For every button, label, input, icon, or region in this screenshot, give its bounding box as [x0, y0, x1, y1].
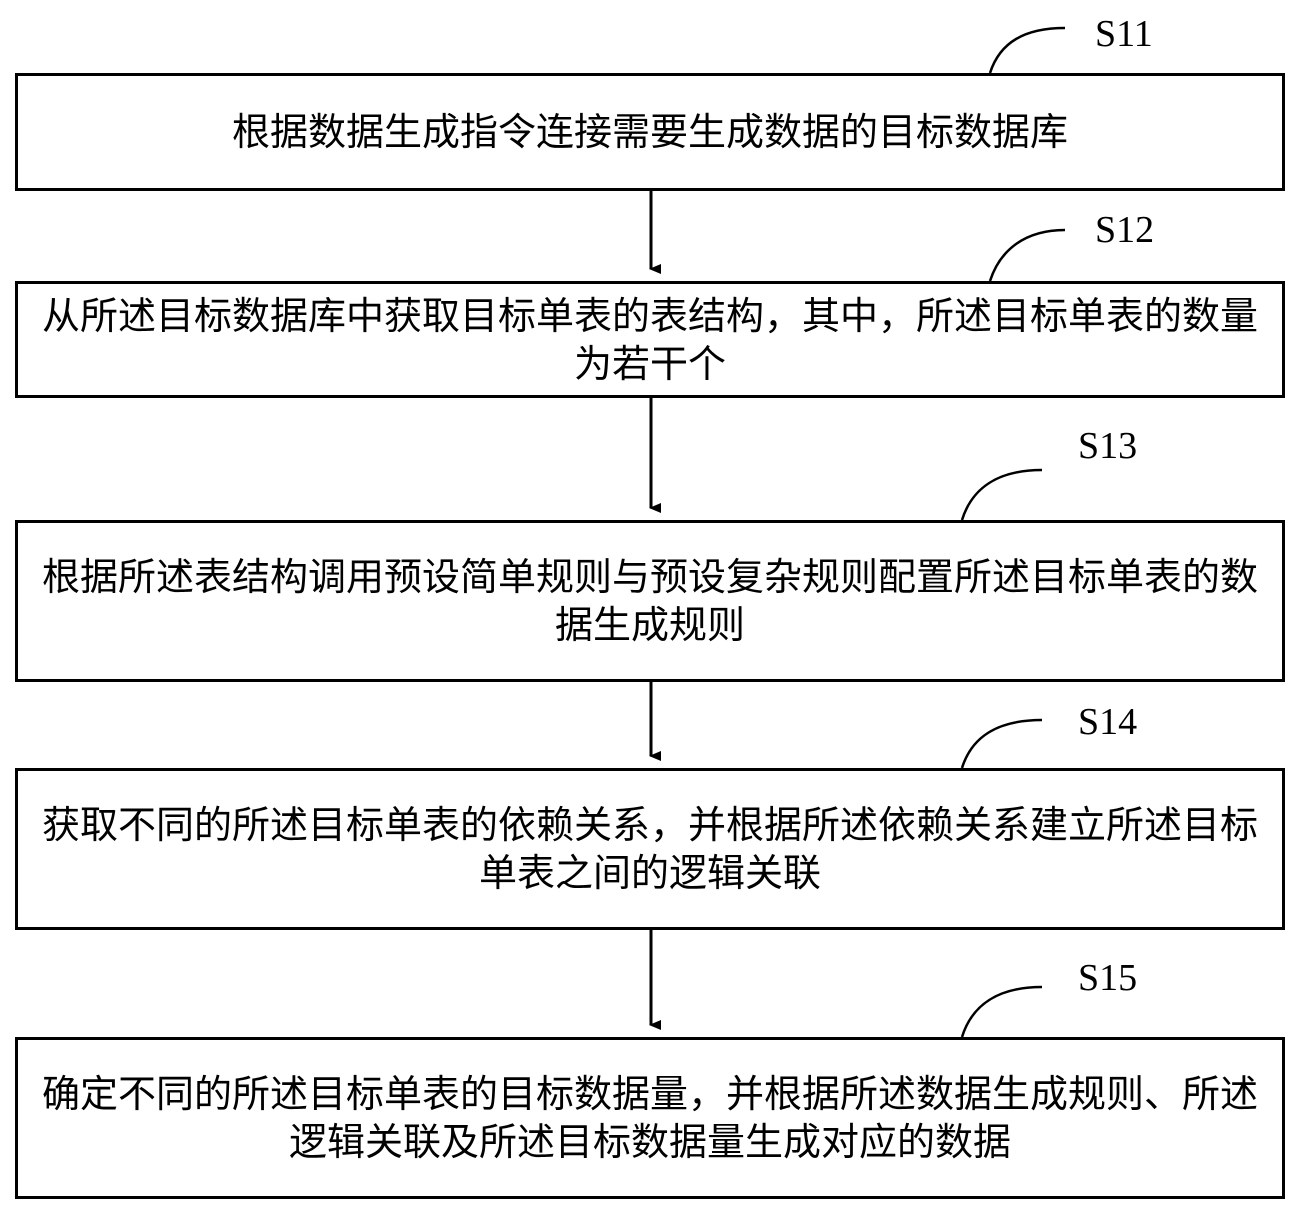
leader-curve-s11	[988, 26, 1066, 74]
step-label-s12: S12	[1095, 209, 1155, 251]
step-label-s15: S15	[1078, 957, 1138, 999]
step-label-s14: S14	[1078, 701, 1138, 743]
step-label-s13: S13	[1078, 425, 1138, 467]
step-text-s12: 从所述目标数据库中获取目标单表的表结构，其中，所述目标单表的数量为若干个	[41, 293, 1258, 386]
step-box-s15: 确定不同的所述目标单表的目标数据量，并根据所述数据生成规则、所述逻辑关联及所述目…	[15, 1037, 1285, 1199]
step-text-s15: 确定不同的所述目标单表的目标数据量，并根据所述数据生成规则、所述逻辑关联及所述目…	[41, 1072, 1258, 1164]
step-box-s13: 根据所述表结构调用预设简单规则与预设复杂规则配置所述目标单表的数据生成规则	[15, 520, 1285, 682]
leader-curve-s15	[960, 985, 1043, 1038]
leader-curve-s12	[988, 228, 1066, 282]
step-text-s14: 获取不同的所述目标单表的依赖关系，并根据所述依赖关系建立所述目标单表之间的逻辑关…	[41, 803, 1258, 895]
leader-curve-s14	[960, 718, 1043, 769]
leader-curve-s13	[960, 468, 1043, 521]
step-label-s11: S11	[1095, 13, 1153, 55]
step-box-s14: 获取不同的所述目标单表的依赖关系，并根据所述依赖关系建立所述目标单表之间的逻辑关…	[15, 768, 1285, 930]
step-text-s11: 根据数据生成指令连接需要生成数据的目标数据库	[231, 110, 1068, 154]
step-box-s12: 从所述目标数据库中获取目标单表的表结构，其中，所述目标单表的数量为若干个	[15, 281, 1285, 398]
step-text-s13: 根据所述表结构调用预设简单规则与预设复杂规则配置所述目标单表的数据生成规则	[41, 555, 1258, 647]
step-box-s11: 根据数据生成指令连接需要生成数据的目标数据库	[15, 73, 1285, 191]
